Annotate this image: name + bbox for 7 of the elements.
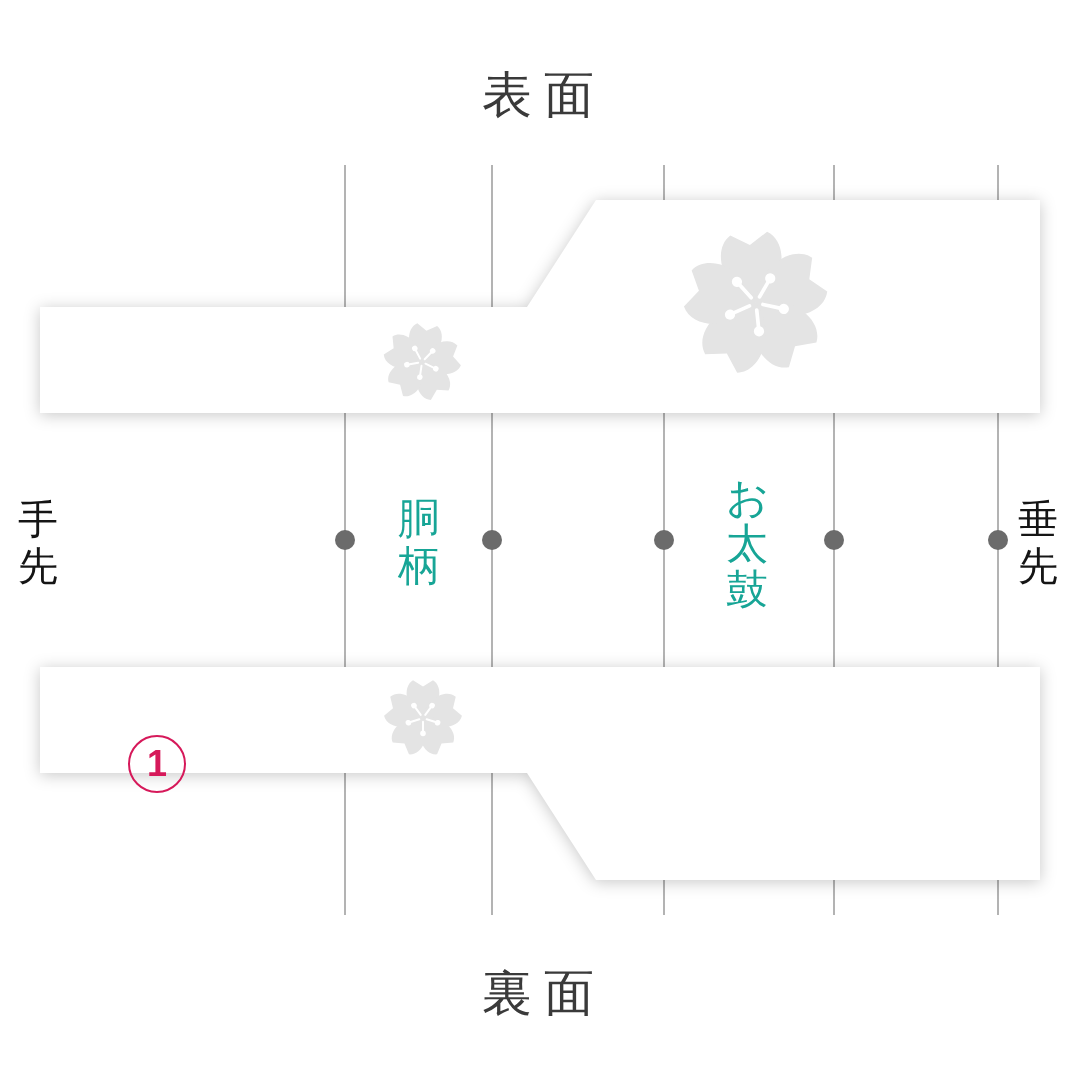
- side-heading: 裏面: [481, 968, 606, 1018]
- section-label: お太鼓: [726, 475, 768, 613]
- callout-number: 1: [128, 735, 186, 793]
- end-label: 垂先: [1018, 496, 1058, 590]
- end-label: 手先: [18, 496, 58, 590]
- section-label: 胴柄: [398, 496, 440, 590]
- side-heading: 表面: [481, 70, 606, 120]
